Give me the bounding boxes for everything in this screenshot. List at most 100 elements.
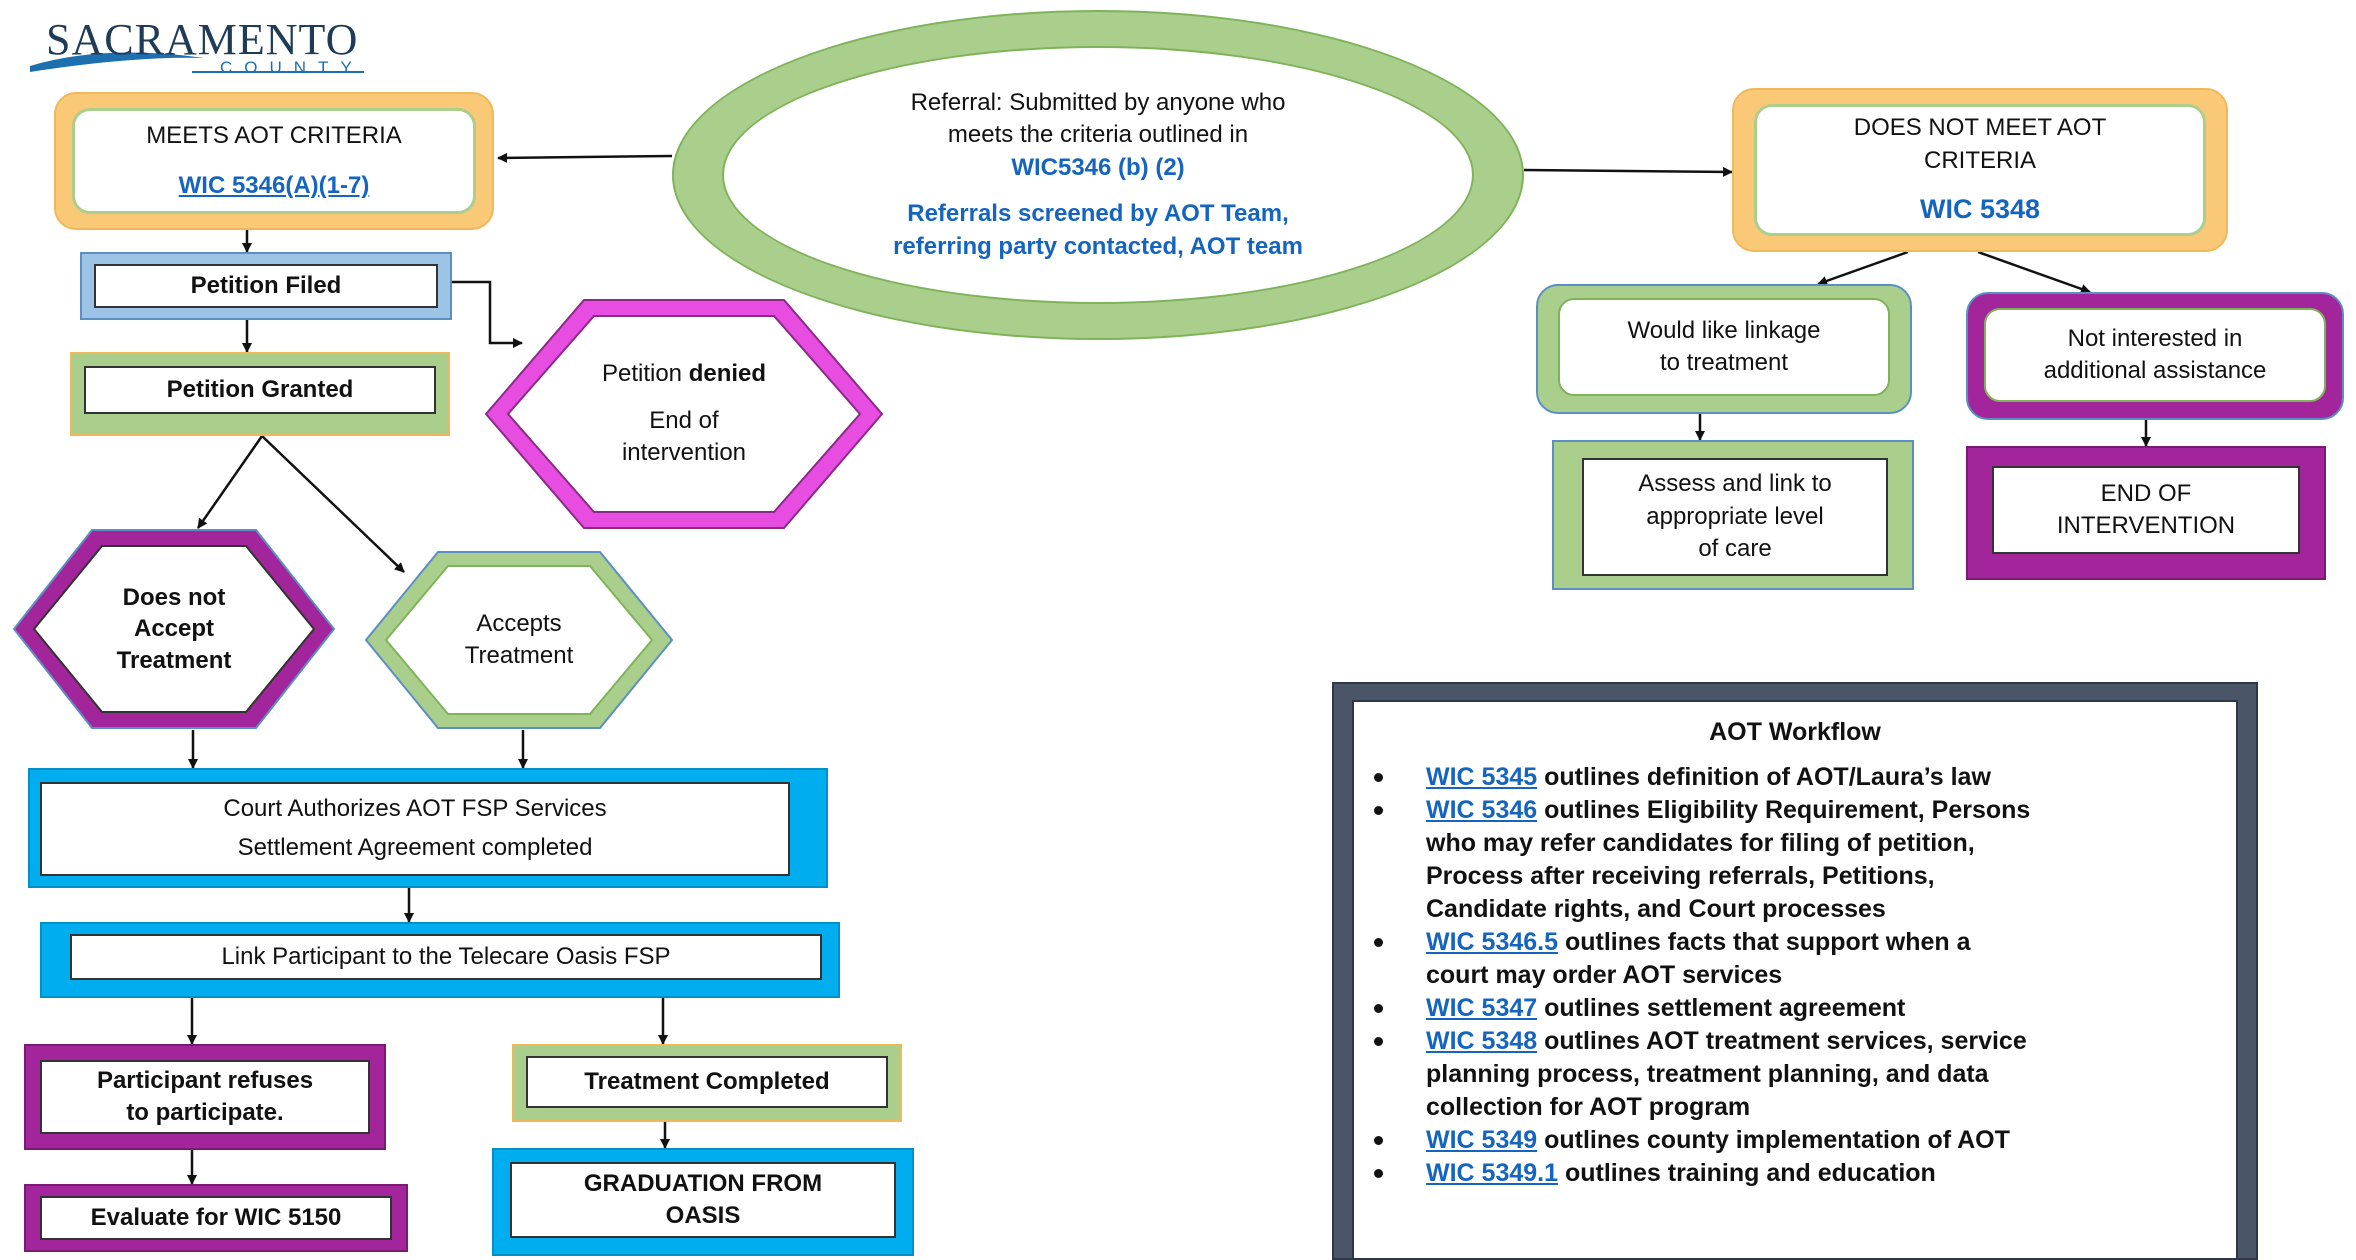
end-of-intervention-line-1: END OF: [2100, 479, 2192, 507]
assess-line-1: Assess and link to: [1638, 470, 1832, 498]
accepts-treatment-hexagon: [364, 551, 674, 729]
petition-denied-pre: Petition: [601, 360, 689, 388]
end-of-intervention-box: END OF INTERVENTION: [1966, 446, 2326, 580]
linkage-line-1: Would like linkage: [1627, 316, 1821, 344]
legend-code-link[interactable]: WIC 5347: [1426, 994, 1538, 1022]
evaluate-box: Evaluate for WIC 5150: [24, 1184, 408, 1252]
legend-item-text: outlines AOT treatment services, service: [1537, 1027, 2027, 1055]
legend-item-text: outlines Eligibility Requirement, Person…: [1537, 796, 2031, 824]
legend-item: WIC 5345 outlines definition of AOT/Laur…: [1374, 761, 2236, 794]
arrow-granted-to-accepts: [261, 435, 405, 573]
legend-code-link[interactable]: WIC 5345: [1426, 763, 1538, 791]
referral-screen-line-2: referring party contacted, AOT team: [893, 232, 1303, 260]
legend-item-continuation: court may order AOT services: [1426, 961, 1783, 989]
does-not-accept-hexagon: [12, 529, 336, 729]
petition-denied-hexagon: [484, 299, 884, 529]
legend-item: WIC 5346.5 outlines facts that support w…: [1374, 926, 2236, 992]
does-not-accept-line-3: Treatment: [116, 646, 232, 674]
legend-item-text: outlines settlement agreement: [1537, 994, 1906, 1022]
legend-item-text: outlines definition of AOT/Laura’s law: [1537, 763, 1991, 791]
linkage-line-2: to treatment: [1659, 349, 1789, 376]
legend-code-link[interactable]: WIC 5346: [1426, 796, 1538, 824]
participant-refuses-line-1: Participant refuses: [96, 1066, 314, 1094]
assess-box: Assess and link to appropriate level of …: [1552, 440, 1914, 590]
meets-criteria-link[interactable]: WIC 5346(A)(1-7): [178, 172, 370, 199]
arrow-not-meets-to-linkage: [1817, 250, 1909, 286]
legend-item: WIC 5346 outlines Eligibility Requiremen…: [1374, 794, 2236, 926]
linkage-box: Would like linkage to treatment: [1536, 284, 1912, 414]
not-interested-line-2: additional assistance: [2043, 357, 2267, 384]
treatment-completed-label: Treatment Completed: [584, 1067, 830, 1095]
court-authorizes-line-2: Settlement Agreement completed: [237, 834, 593, 862]
referral-screen-line-1: Referrals screened by AOT Team,: [907, 200, 1289, 228]
arrow-filed-to-denied: [452, 280, 523, 348]
link-participant-box: Link Participant to the Telecare Oasis F…: [40, 922, 840, 998]
referral-line-2: meets the criteria outlined in: [947, 121, 1249, 149]
accepts-treatment-line-2: Treatment: [464, 642, 574, 669]
referral-code[interactable]: WIC5346 (b) (2): [1011, 153, 1185, 181]
participant-refuses-box: Participant refuses to participate.: [24, 1044, 386, 1150]
legend-item-text: outlines county implementation of AOT: [1537, 1126, 2010, 1154]
petition-granted-box: Petition Granted: [70, 352, 450, 436]
evaluate-label: Evaluate for WIC 5150: [90, 1203, 342, 1231]
petition-granted-label: Petition Granted: [166, 375, 354, 403]
assess-line-3: of care: [1698, 535, 1772, 563]
petition-filed-label: Petition Filed: [190, 271, 342, 299]
does-not-meet-box: DOES NOT MEET AOT CRITERIA WIC 5348: [1732, 88, 2228, 252]
legend-item-continuation: Candidate rights, and Court processes: [1426, 895, 1886, 923]
county-logo: SACRAMENTO COUNTY: [24, 14, 374, 84]
petition-denied-line-2: End of: [649, 406, 719, 434]
does-not-meet-code[interactable]: WIC 5348: [1919, 194, 2041, 225]
legend-item-continuation: Process after receiving referrals, Petit…: [1426, 862, 1935, 890]
arrow-granted-to-not-accept: [196, 435, 264, 529]
arrow-referral-to-not-meets: [1523, 166, 1733, 177]
not-interested-line-1: Not interested in: [2067, 324, 2243, 352]
accepts-treatment-label: Accepts Treatment: [424, 572, 614, 708]
arrow-referral-to-meets: [497, 152, 673, 163]
treatment-completed-box: Treatment Completed: [512, 1044, 902, 1122]
does-not-accept-line-1: Does not: [122, 584, 226, 612]
legend-item-continuation: who may refer candidates for filing of p…: [1426, 829, 1975, 857]
petition-denied-bold: denied: [688, 360, 767, 388]
legend-item: WIC 5347 outlines settlement agreement: [1374, 992, 2236, 1025]
does-not-meet-line-1: DOES NOT MEET AOT: [1853, 114, 2107, 142]
legend-item-text: outlines facts that support when a: [1558, 928, 1971, 956]
graduation-box: GRADUATION FROM OASIS: [492, 1148, 914, 1256]
legend-code-link[interactable]: WIC 5349.1: [1426, 1159, 1559, 1187]
arrow-not-meets-to-not-interested: [1977, 250, 2091, 294]
legend-item: WIC 5348 outlines AOT treatment services…: [1374, 1025, 2236, 1124]
assess-line-2: appropriate level: [1646, 502, 1824, 530]
legend-item-continuation: planning process, treatment planning, an…: [1426, 1060, 1989, 1088]
court-authorizes-box: Court Authorizes AOT FSP Services Settle…: [28, 768, 828, 888]
court-authorizes-line-1: Court Authorizes AOT FSP Services: [223, 795, 607, 823]
petition-denied-label: Petition denied End of intervention: [544, 330, 824, 498]
legend-list: WIC 5345 outlines definition of AOT/Laur…: [1354, 761, 2236, 1190]
legend-item-text: outlines training and education: [1558, 1159, 1936, 1187]
legend-code-link[interactable]: WIC 5348: [1426, 1027, 1538, 1055]
legend-item: WIC 5349.1 outlines training and educati…: [1374, 1157, 2236, 1190]
does-not-accept-label: Does not Accept Treatment: [74, 560, 274, 698]
link-participant-label: Link Participant to the Telecare Oasis F…: [221, 942, 671, 970]
referral-line-1: Referral: Submitted by anyone who: [910, 89, 1286, 117]
graduation-line-1: GRADUATION FROM: [583, 1169, 823, 1197]
does-not-meet-line-2: CRITERIA: [1923, 146, 2036, 174]
does-not-accept-line-2: Accept: [133, 615, 215, 643]
meets-criteria-label: MEETS AOT CRITERIA: [146, 121, 402, 149]
not-interested-box: Not interested in additional assistance: [1966, 292, 2344, 420]
logo-swoosh-icon: [30, 52, 364, 73]
accepts-treatment-line-1: Accepts: [476, 609, 562, 637]
aot-workflow-legend: AOT Workflow WIC 5345 outlines definitio…: [1332, 682, 2258, 1260]
logo-main-text: SACRAMENTO: [46, 15, 359, 64]
legend-item: WIC 5349 outlines county implementation …: [1374, 1124, 2236, 1157]
logo-sub-text: COUNTY: [220, 58, 364, 77]
legend-item-continuation: collection for AOT program: [1426, 1093, 1751, 1121]
legend-title: AOT Workflow: [1709, 718, 1881, 746]
legend-code-link[interactable]: WIC 5349: [1426, 1126, 1538, 1154]
petition-filed-box: Petition Filed: [80, 252, 452, 320]
end-of-intervention-line-2: INTERVENTION: [2056, 512, 2236, 539]
legend-code-link[interactable]: WIC 5346.5: [1426, 928, 1559, 956]
petition-denied-line-3: intervention: [621, 439, 747, 467]
participant-refuses-line-2: to participate.: [126, 1099, 284, 1126]
meets-criteria-box: MEETS AOT CRITERIA WIC 5346(A)(1-7): [54, 92, 494, 230]
